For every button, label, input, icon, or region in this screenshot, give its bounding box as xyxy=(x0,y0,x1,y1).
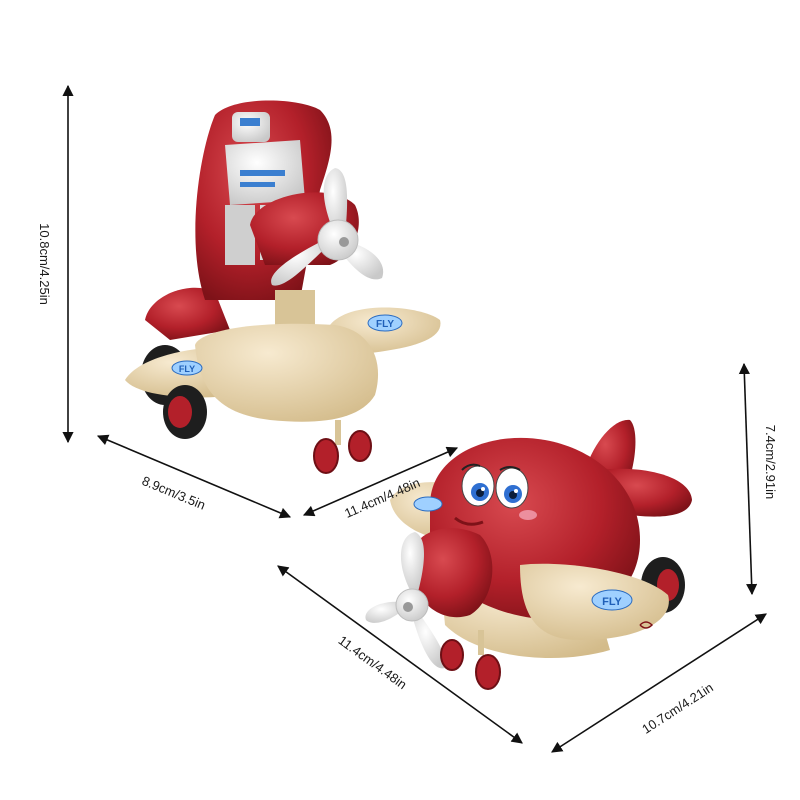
dimension-arrows xyxy=(62,84,767,753)
plane-length-arrow xyxy=(277,565,523,744)
plane-back-wing-decal xyxy=(413,496,443,512)
robot-propeller xyxy=(271,168,384,286)
robot-height-label: 10.8cm/4.25in xyxy=(37,223,52,305)
robot-wing-decal: FLY xyxy=(367,314,403,332)
robot-form-toy: FLY FLY xyxy=(125,100,441,474)
plane-landing-wheel-left xyxy=(440,639,464,671)
plane-landing-wheel-right xyxy=(475,654,501,690)
plane-wing-decal: FLY xyxy=(591,589,654,629)
robot-fuselage xyxy=(195,323,379,422)
plane-face xyxy=(454,463,537,526)
svg-text:FLY: FLY xyxy=(602,596,622,608)
robot-tail-fin xyxy=(145,287,230,340)
robot-width-label: 8.9cm/3.5in xyxy=(140,473,208,513)
robot-landing-wheel-left xyxy=(313,438,339,474)
plane-height-arrow xyxy=(738,362,758,596)
plane-height-label: 7.4cm/2.91in xyxy=(763,425,778,499)
plane-length-label: 11.4cm/4.48in xyxy=(336,633,410,693)
robot-landing-wheel-right xyxy=(348,430,372,462)
svg-text:FLY: FLY xyxy=(179,364,195,374)
robot-width-arrow xyxy=(96,434,292,519)
plane-form-toy: FLY xyxy=(365,419,692,690)
robot-length-arrow xyxy=(302,446,459,517)
robot-left-wing-decal: FLY xyxy=(171,360,203,376)
plane-width-arrow xyxy=(551,613,767,753)
svg-text:FLY: FLY xyxy=(376,319,394,330)
